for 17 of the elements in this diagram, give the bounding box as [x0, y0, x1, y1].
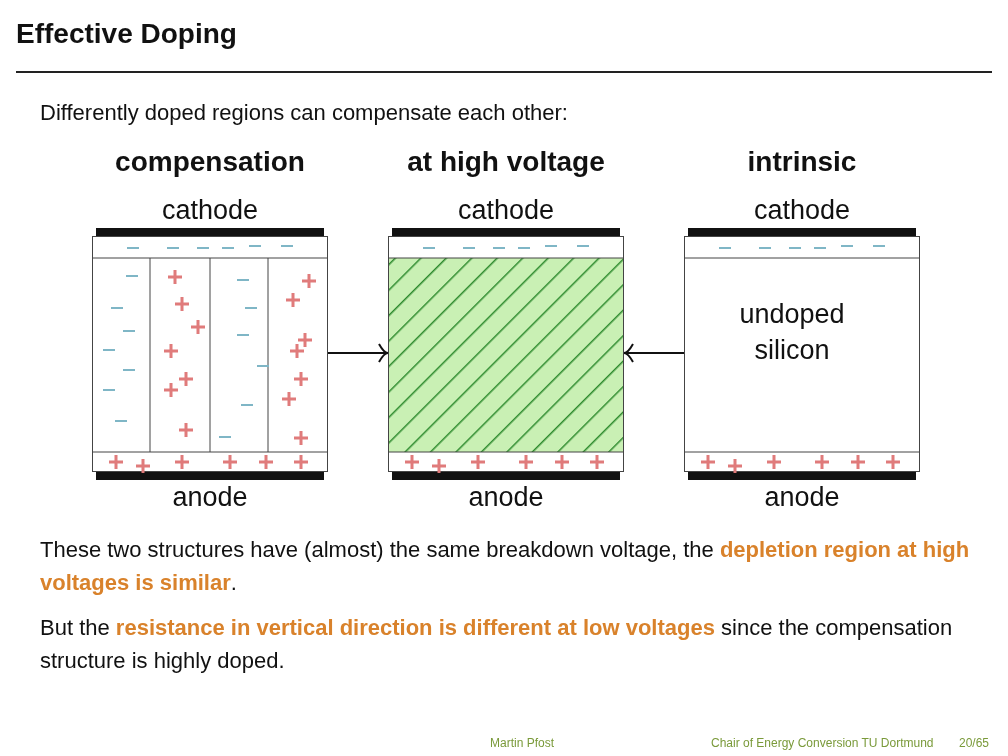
intro-text: Differently doped regions can compensate each other: [40, 99, 569, 127]
electrode-label: anode [763, 482, 841, 513]
electrode-label: cathode [160, 195, 260, 226]
electrode-label: cathode [456, 195, 556, 226]
footer-text: Martin Pfost [490, 736, 555, 750]
paragraph-text: But the resistance in vertical direction is different at low voltages since the compensation structure is highly doped. [40, 614, 954, 675]
column-heading: compensation [114, 146, 306, 178]
column-heading: intrinsic [746, 146, 858, 178]
electrode-label: cathode [752, 195, 852, 226]
slide-title: Effective Doping [16, 18, 237, 50]
electrode-label: anode [467, 482, 545, 513]
footer-text: Chair of Energy Conversion TU Dortmund [711, 736, 934, 750]
paragraph-text: These two structures have (almost) the same breakdown voltage, the depletion region at high voltages is similar. [40, 536, 970, 597]
column-heading: at high voltage [406, 146, 606, 178]
region-label: undoped silicon [738, 298, 846, 367]
page-number: 20/65 [959, 736, 990, 750]
electrode-label: anode [171, 482, 249, 513]
